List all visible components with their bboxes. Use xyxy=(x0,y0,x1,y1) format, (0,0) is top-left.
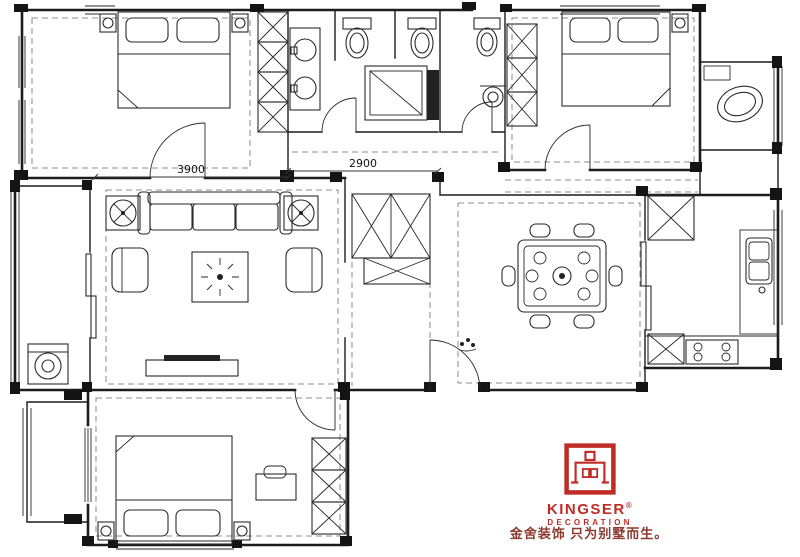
armchair xyxy=(111,247,149,293)
dimension-left: 3900 xyxy=(91,163,292,181)
bathtub xyxy=(703,65,763,123)
cabinet xyxy=(647,195,695,241)
dining-chair xyxy=(501,265,516,287)
nightstand xyxy=(99,13,117,33)
dining-chair xyxy=(573,223,595,238)
bed xyxy=(117,11,231,109)
side-table-lamp xyxy=(283,195,319,231)
bed xyxy=(561,11,671,107)
nightstand xyxy=(671,13,689,33)
shower xyxy=(364,65,439,121)
columns xyxy=(10,2,782,548)
window xyxy=(10,5,783,550)
registered-mark: ® xyxy=(625,501,634,510)
bed xyxy=(115,435,233,545)
stove xyxy=(645,335,778,365)
dimension-label-2900: 2900 xyxy=(349,157,377,170)
toilet xyxy=(473,17,501,57)
nightstand xyxy=(97,521,115,541)
cabinet xyxy=(351,193,431,259)
sofa xyxy=(137,191,293,235)
brand-name: KINGSER® xyxy=(526,498,654,517)
dining-chair xyxy=(529,314,551,329)
brand-tagline: 金舍装饰 只为别墅而生。 xyxy=(509,526,669,541)
dining-chair xyxy=(573,314,595,329)
cabinet xyxy=(363,257,431,285)
brand-subtitle: DECORATION xyxy=(547,518,633,527)
wardrobe xyxy=(506,23,538,127)
door-arc xyxy=(149,97,591,431)
bathroom-vanity xyxy=(289,27,321,111)
dining-chair xyxy=(608,265,623,287)
sliding-door xyxy=(85,241,652,339)
desk xyxy=(255,465,297,501)
kitchen-sink xyxy=(739,229,779,335)
refrigerator xyxy=(647,333,685,365)
nightstand xyxy=(231,13,249,33)
entry-ornament-icon xyxy=(457,338,477,352)
washing-machine xyxy=(27,343,69,385)
side-table-lamp xyxy=(105,195,141,231)
toilet xyxy=(407,17,437,59)
sink xyxy=(480,85,506,108)
brand-seal-icon xyxy=(564,443,616,495)
brand-logo: KINGSER® DECORATION xyxy=(526,442,654,527)
armchair xyxy=(285,247,323,293)
nightstand xyxy=(233,521,251,541)
tv-cabinet xyxy=(145,355,239,377)
dimension-label-3900: 3900 xyxy=(177,163,205,176)
brand-name-text: KINGSER xyxy=(546,501,626,518)
wardrobe xyxy=(311,437,347,535)
toilet xyxy=(342,17,372,59)
dining-table xyxy=(517,239,607,313)
dining-chair xyxy=(529,223,551,238)
interior-wall xyxy=(14,9,779,523)
dimension-right: 2900 xyxy=(284,157,442,175)
wall xyxy=(13,8,780,547)
wardrobe xyxy=(257,11,289,133)
coffee-table xyxy=(191,251,249,303)
